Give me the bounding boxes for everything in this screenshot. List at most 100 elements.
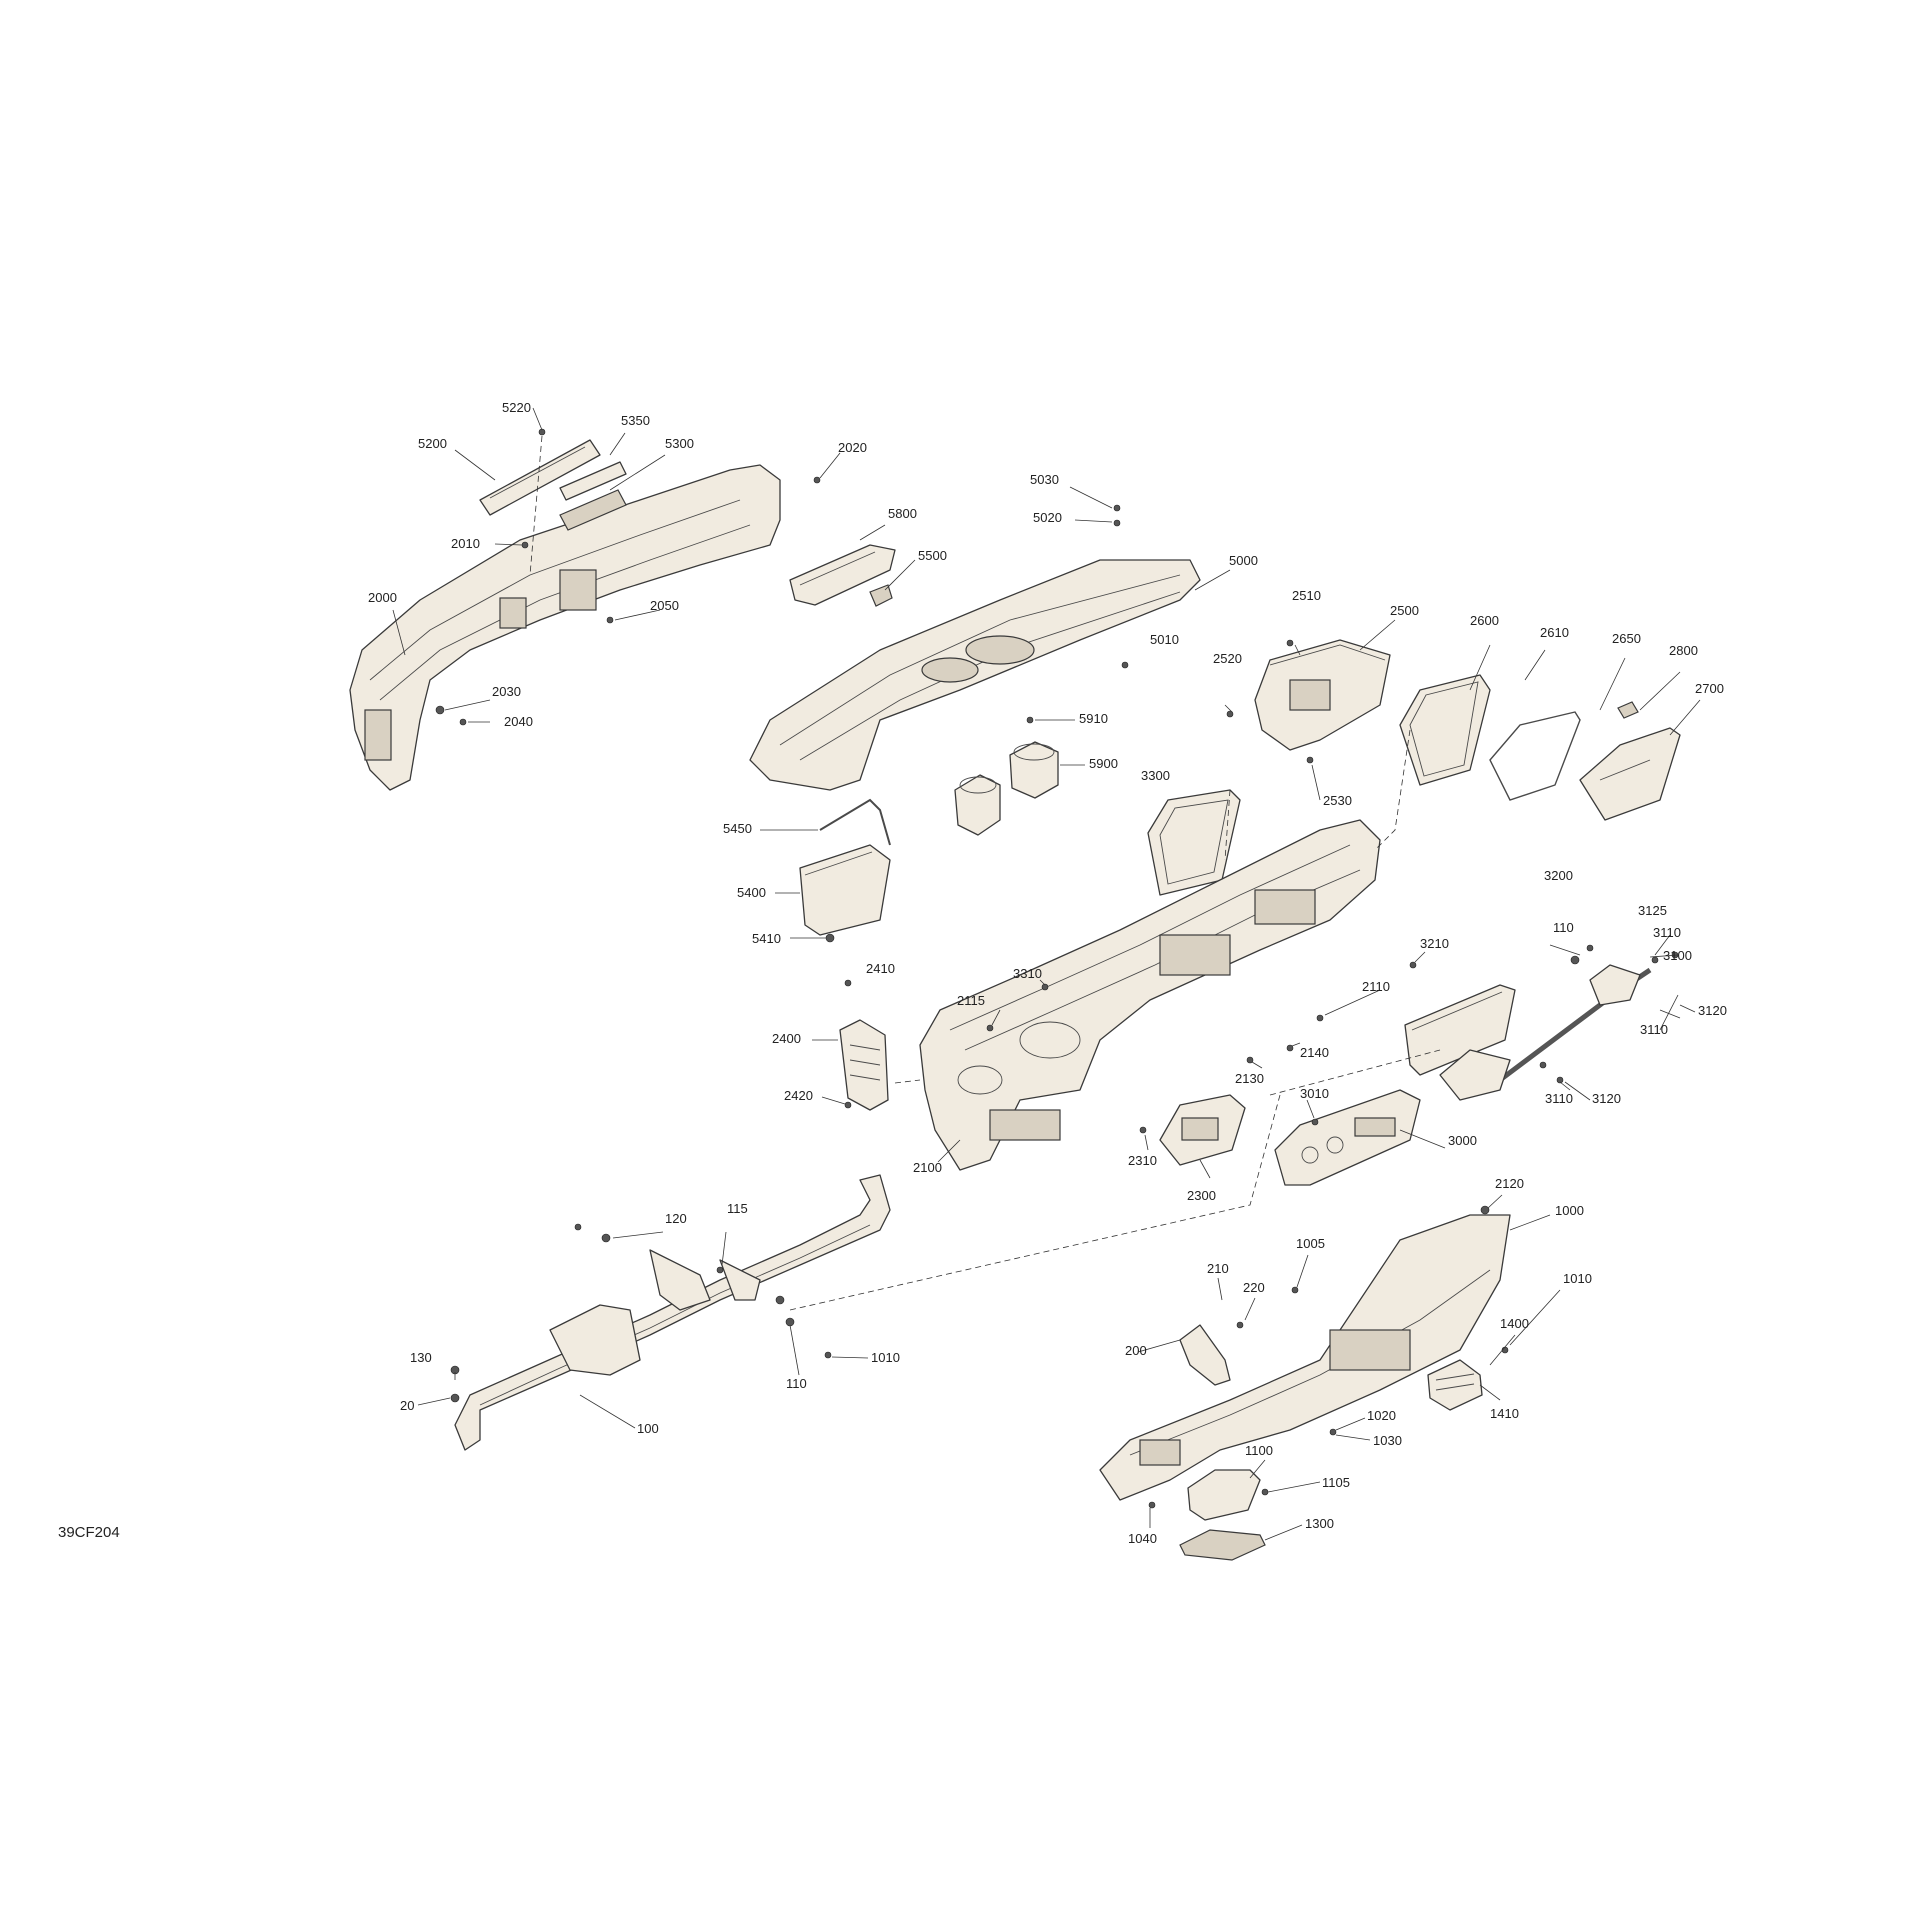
callout-2510: 2510 (1292, 588, 1321, 603)
callout-2610: 2610 (1540, 625, 1569, 640)
vent-1400-part (1427, 1359, 1483, 1411)
callout-2600: 2600 (1470, 613, 1499, 628)
callout-115: 115 (727, 1201, 748, 1216)
callout-1010-left: 1010 (871, 1350, 900, 1365)
callout-2120: 2120 (1495, 1176, 1524, 1191)
callout-1300: 1300 (1305, 1516, 1334, 1531)
callout-2000: 2000 (368, 590, 397, 605)
latch-5500-part (869, 584, 893, 607)
callout-5220: 5220 (502, 400, 531, 415)
callout-20: 20 (400, 1398, 414, 1413)
callout-100: 100 (637, 1421, 659, 1436)
dash-top-cover-part (749, 559, 1201, 791)
callout-1105: 1105 (1322, 1475, 1350, 1490)
callout-3120-upper: 3120 (1698, 1003, 1727, 1018)
callout-120: 120 (665, 1211, 687, 1226)
callout-2110: 2110 (1362, 979, 1390, 994)
callout-2115: 2115 (957, 993, 985, 1008)
callout-5350: 5350 (621, 413, 650, 428)
callout-3125: 3125 (1638, 903, 1667, 918)
callout-3110-middle: 3110 (1640, 1022, 1668, 1037)
callout-1400: 1400 (1500, 1316, 1529, 1331)
gasket-2650-part (1489, 711, 1581, 801)
callout-5410: 5410 (752, 931, 781, 946)
callout-3200: 3200 (1544, 868, 1573, 883)
callout-1100: 1100 (1245, 1443, 1273, 1458)
panel-2700-part (1579, 727, 1681, 821)
callout-3100: 3100 (1663, 948, 1692, 963)
switch-panel-3000-part (1274, 1089, 1421, 1186)
panel-3200-part (1404, 984, 1516, 1076)
callout-3310: 3310 (1013, 966, 1042, 981)
frame-2600-part (1399, 674, 1491, 786)
callout-1010-right: 1010 (1563, 1271, 1592, 1286)
lower-dashboard-1000-part (1099, 1214, 1511, 1501)
leader-lines (392, 407, 1701, 1541)
callout-2410: 2410 (866, 961, 895, 976)
callout-3110-lower: 3110 (1545, 1091, 1573, 1106)
steering-column-3100-part (1439, 964, 1652, 1101)
callout-2800: 2800 (1669, 643, 1698, 658)
crossbar-100-part (454, 1174, 891, 1451)
trim-5350-part (559, 461, 627, 501)
diagram-reference-code: 39CF204 (58, 1524, 120, 1541)
callout-5020: 5020 (1033, 510, 1062, 525)
callout-1410: 1410 (1490, 1406, 1519, 1421)
callout-2650: 2650 (1612, 631, 1641, 646)
callout-3010: 3010 (1300, 1086, 1329, 1101)
callout-2420: 2420 (784, 1088, 813, 1103)
callout-1040: 1040 (1128, 1531, 1157, 1546)
callout-2310: 2310 (1128, 1153, 1157, 1168)
callout-1020: 1020 (1367, 1408, 1396, 1423)
bracket-5200-part (479, 439, 601, 516)
callout-5910: 5910 (1079, 711, 1108, 726)
callout-2040: 2040 (504, 714, 533, 729)
callout-2010: 2010 (451, 536, 480, 551)
callout-3300: 3300 (1141, 768, 1170, 783)
cover-2300-part (1159, 1094, 1246, 1166)
dash-upper-bracket-part (349, 464, 781, 791)
callout-3110-upper: 3110 (1653, 925, 1681, 940)
callout-210: 210 (1207, 1261, 1229, 1276)
mat-1300-part (1179, 1529, 1266, 1561)
callout-3000: 3000 (1448, 1133, 1477, 1148)
rod-5450-part (819, 798, 891, 846)
callout-2530: 2530 (1323, 793, 1352, 808)
callout-5200: 5200 (418, 436, 447, 451)
callout-3120-lower: 3120 (1592, 1091, 1621, 1106)
callout-2700: 2700 (1695, 681, 1724, 696)
callout-2100: 2100 (913, 1160, 942, 1175)
tray-1100-part (1187, 1469, 1261, 1521)
lid-5800-part (789, 544, 896, 606)
bracket-200-part (1179, 1324, 1231, 1386)
callout-220: 220 (1243, 1280, 1265, 1295)
callout-110-upper: 110 (1553, 920, 1574, 935)
callout-2020: 2020 (838, 440, 867, 455)
callout-5300: 5300 (665, 436, 694, 451)
callout-labels: 5220 5350 5200 5300 2020 2010 2000 2050 … (368, 400, 1727, 1546)
callout-130: 130 (410, 1350, 432, 1365)
callout-1030: 1030 (1373, 1433, 1402, 1448)
box-2500-part (1254, 639, 1391, 751)
callout-200: 200 (1125, 1343, 1147, 1358)
vent-2400-part (839, 1019, 889, 1111)
callout-5900: 5900 (1089, 756, 1118, 771)
callout-3210: 3210 (1420, 936, 1449, 951)
callout-1000: 1000 (1555, 1203, 1584, 1218)
clip-2800-part (1617, 701, 1639, 719)
callout-5800: 5800 (888, 506, 917, 521)
pad-5300-part (559, 489, 627, 531)
callout-2300: 2300 (1187, 1188, 1216, 1203)
callout-2500: 2500 (1390, 603, 1419, 618)
fastener-set (435, 428, 1679, 1509)
storage-bin-5400-part (799, 844, 891, 936)
callout-2030: 2030 (492, 684, 521, 699)
callout-2520: 2520 (1213, 651, 1242, 666)
callout-5450: 5450 (723, 821, 752, 836)
callout-110-lower: 110 (786, 1376, 807, 1391)
callout-5010: 5010 (1150, 632, 1179, 647)
callout-2050: 2050 (650, 598, 679, 613)
assembly-lines (529, 435, 1441, 1311)
